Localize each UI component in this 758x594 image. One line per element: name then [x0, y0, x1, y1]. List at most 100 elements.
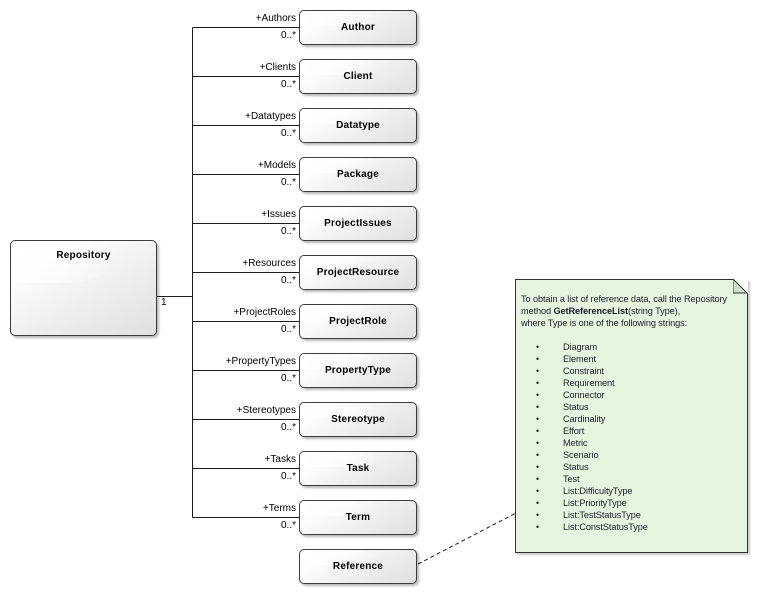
class-name: Client: [343, 71, 373, 82]
class-box-projectrole[interactable]: ProjectRole: [299, 304, 417, 339]
note-bullet-item: •Element: [521, 353, 745, 365]
note-bullet-label: List:DifficultyType: [563, 486, 633, 496]
bullet-icon: •: [536, 498, 540, 508]
class-box-task[interactable]: Task: [299, 451, 417, 486]
class-box-datatype[interactable]: Datatype: [299, 108, 417, 143]
note-bullet-item: • Status: [521, 461, 745, 473]
note-bullet-item: • Requirement: [521, 377, 745, 389]
class-box-projectresource[interactable]: ProjectResource: [299, 255, 417, 290]
note-bullet-item: •Status: [521, 401, 745, 413]
class-name: Repository: [56, 250, 111, 261]
association-multiplicity-label: 0..*: [280, 275, 296, 286]
class-name: ProjectIssues: [324, 218, 392, 229]
bullet-icon: •: [536, 342, 540, 352]
bullet-icon: •: [536, 426, 540, 436]
class-box-stereotype[interactable]: Stereotype: [299, 402, 417, 437]
association-multiplicity-label: 0..*: [280, 128, 296, 139]
class-name: ProjectRole: [329, 316, 387, 327]
note-bullet-label: Test: [563, 474, 580, 484]
bullet-icon: •: [536, 450, 540, 460]
bullet-icon: •: [536, 378, 540, 388]
association-role-label: +Resources: [242, 258, 296, 269]
note-bullet-list: •Diagram•Element•Constraint•Requirement•…: [521, 341, 745, 533]
association-multiplicity-label: 0..*: [280, 177, 296, 188]
note-bullet-item: • Diagram: [521, 341, 745, 353]
class-name: Author: [341, 22, 375, 33]
note-bullet-label: Diagram: [563, 342, 598, 352]
note-bullet-label: Status: [563, 462, 589, 472]
note-text: To obtain a list of reference data, call…: [521, 293, 745, 533]
class-name: ProjectResource: [316, 267, 400, 278]
note-bullet-item: •List:ConstStatusType: [521, 521, 745, 533]
note-line-1: To obtain a list of reference data, call…: [521, 294, 727, 304]
association-role-label: +Issues: [261, 209, 296, 220]
association-role-label: +ProjectRoles: [233, 307, 296, 318]
note-bullet-item: •List:PriorityType: [521, 497, 745, 509]
class-name: Datatype: [336, 120, 380, 131]
note-bullet-label: Requirement: [563, 378, 615, 388]
class-box-reference[interactable]: Reference: [299, 549, 417, 584]
note-bullet-label: Element: [563, 354, 597, 364]
bullet-icon: •: [536, 366, 540, 376]
class-name: PropertyType: [324, 365, 392, 376]
class-box-client[interactable]: Client: [299, 59, 417, 94]
note-bullet-item: • Metric: [521, 437, 745, 449]
association-branches: [192, 27, 299, 518]
note-line-3: where Type is one of the following strin…: [521, 318, 688, 328]
note-method-name: GetReferenceList: [553, 306, 629, 316]
note-bullet-item: • Constraint: [521, 365, 745, 377]
association-role-label: +Authors: [255, 13, 296, 24]
note-bullet-label: Effort: [563, 426, 585, 436]
class-box-package[interactable]: Package: [299, 157, 417, 192]
note-line-2-suffix: (string Type),: [627, 306, 681, 316]
note-line-2: method GetReferenceList(string Type),: [521, 305, 745, 317]
note[interactable]: To obtain a list of reference data, call…: [515, 279, 748, 553]
note-bullet-item: • Effort: [521, 425, 745, 437]
note-bullet-label: Metric: [563, 438, 588, 448]
class-box-projectissues[interactable]: ProjectIssues: [299, 206, 417, 241]
note-bullet-item: • List:DifficultyType: [521, 485, 745, 497]
class-box-propertytype[interactable]: PropertyType: [299, 353, 417, 388]
bullet-icon: •: [536, 438, 540, 448]
bullet-icon: •: [536, 510, 540, 520]
note-bullet-label: Constraint: [563, 366, 604, 376]
association-role-label: +Models: [257, 160, 296, 171]
association-role-label: +PropertyTypes: [225, 356, 296, 367]
association-multiplicity-label: 0..*: [280, 422, 296, 433]
association-multiplicity-label: 0..*: [280, 520, 296, 531]
bullet-icon: •: [536, 462, 540, 472]
association-role-label: +Terms: [262, 503, 296, 514]
bullet-icon: •: [536, 414, 540, 424]
association-multiplicity-label: 0..*: [280, 79, 296, 90]
class-name: Reference: [332, 561, 384, 572]
note-dashed-connector: [417, 512, 517, 565]
association-role-label: +Clients: [259, 62, 296, 73]
note-bullet-label: List:TestStatusType: [563, 510, 641, 520]
bullet-icon: •: [536, 402, 540, 412]
note-bullet-item: • Scenario: [521, 449, 745, 461]
note-bullet-label: Connector: [563, 390, 605, 400]
class-name: Task: [346, 463, 370, 474]
bullet-icon: •: [536, 522, 540, 532]
class-name: Term: [345, 512, 371, 523]
bullet-icon: •: [536, 390, 540, 400]
class-box-repository[interactable]: Repository: [10, 240, 157, 336]
bullet-icon: •: [536, 486, 540, 496]
note-fold-icon: [733, 279, 748, 294]
association-role-label: +Stereotypes: [236, 405, 296, 416]
bullet-icon: •: [536, 474, 540, 484]
note-bullet-label: Cardinality: [563, 414, 606, 424]
note-bullet-item: • List:TestStatusType: [521, 509, 745, 521]
association-multiplicity-label: 0..*: [280, 30, 296, 41]
note-bullet-item: • Cardinality: [521, 413, 745, 425]
class-name: Package: [337, 169, 379, 180]
association-multiplicity-label: 0..*: [280, 324, 296, 335]
association-role-label: +Datatypes: [245, 111, 296, 122]
association-multiplicity-label: 0..*: [280, 373, 296, 384]
class-box-term[interactable]: Term: [299, 500, 417, 535]
class-box-author[interactable]: Author: [299, 10, 417, 45]
note-bullet-label: Scenario: [563, 450, 599, 460]
class-name: Stereotype: [331, 414, 385, 425]
repository-multiplicity-label: 1: [161, 297, 167, 308]
